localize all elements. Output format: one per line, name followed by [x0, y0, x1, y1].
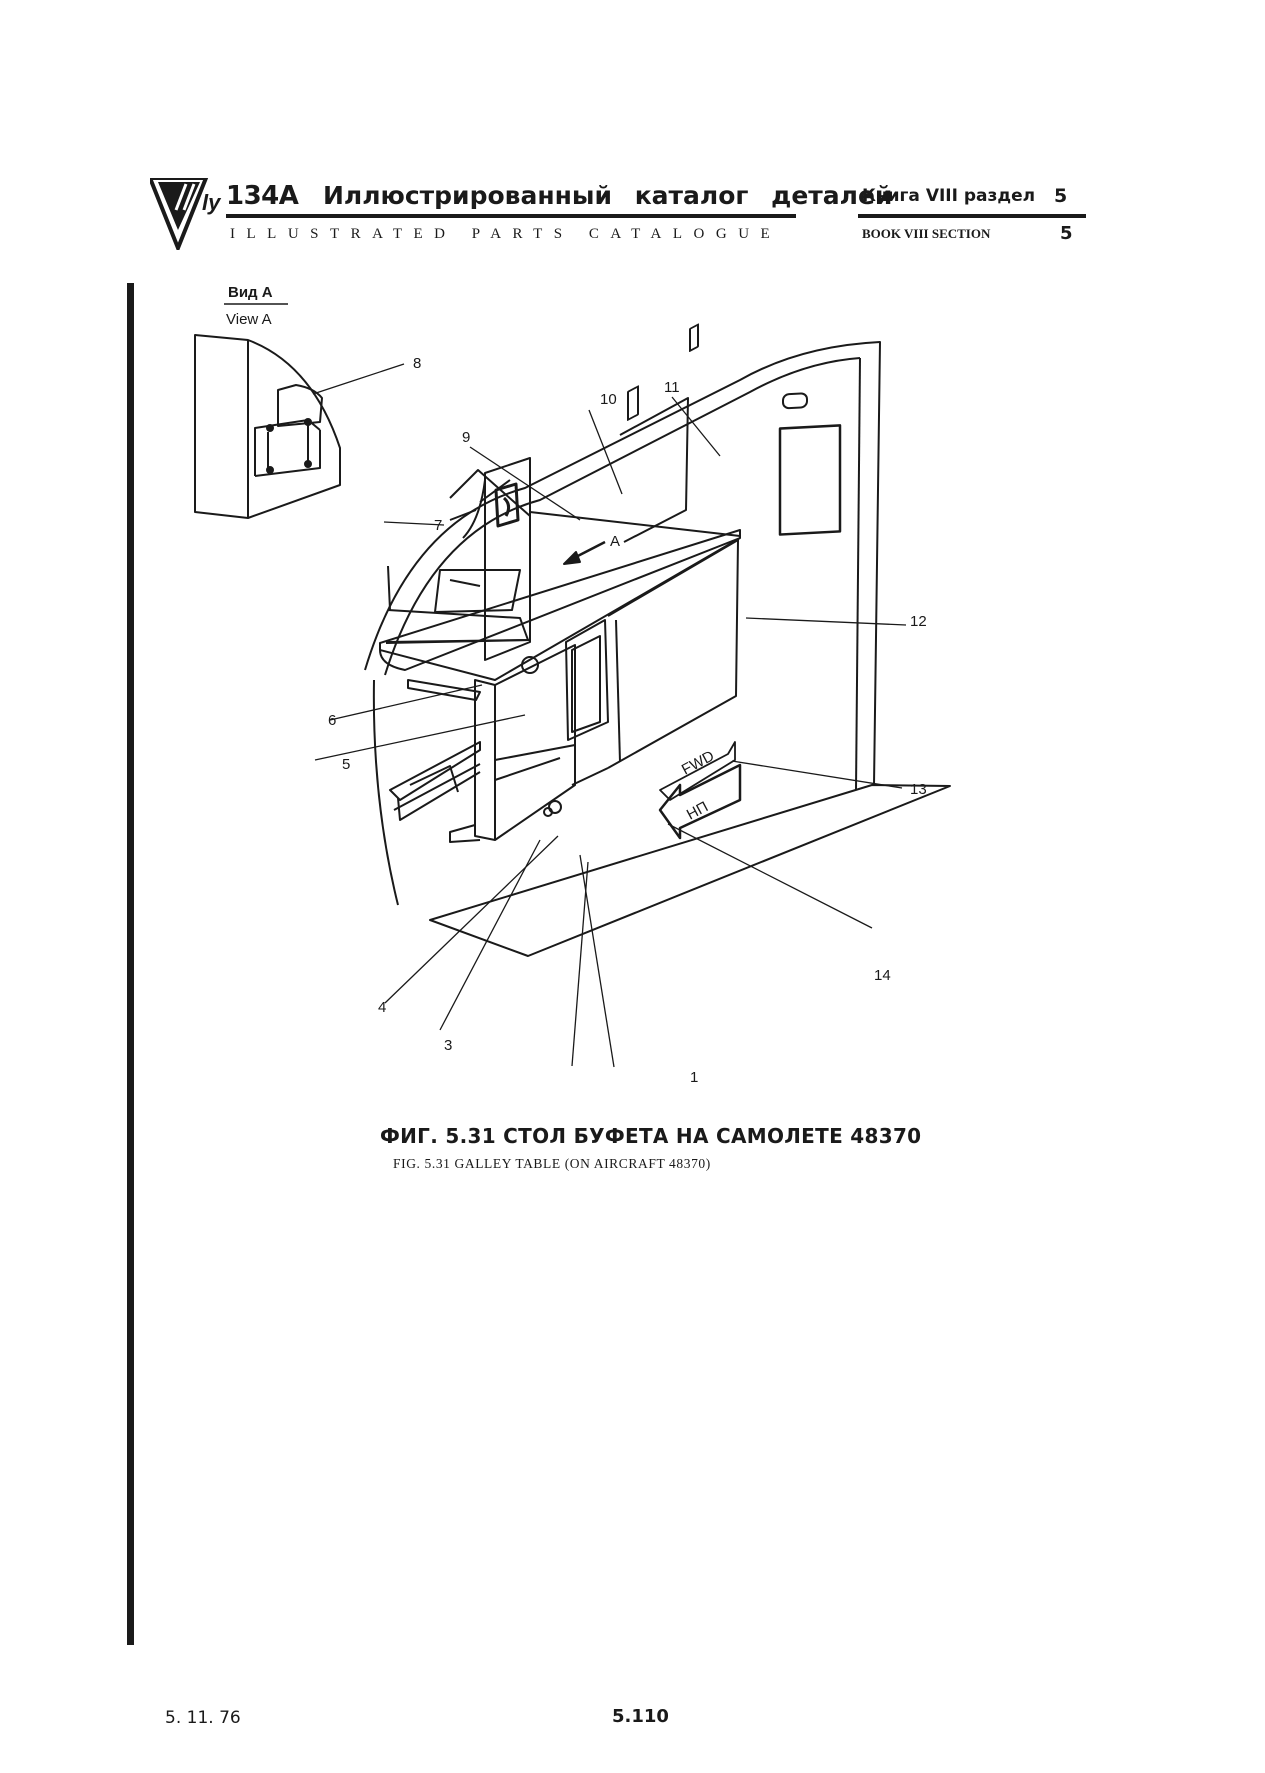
callout-14: 14: [874, 967, 891, 984]
fwd-arrow: FWD НП: [658, 741, 742, 840]
lower-frame: [389, 644, 576, 843]
section-number-en: 5: [1060, 223, 1073, 244]
footer-date: 5. 11. 76: [165, 1708, 241, 1728]
callout-7: 7: [434, 517, 442, 534]
callout-10: 10: [600, 391, 617, 408]
view-label-ru: Вид А: [228, 284, 273, 301]
book-section-ru: Книга VIII раздел: [862, 186, 1036, 206]
view-label-en: View A: [226, 311, 272, 328]
view-a-arrow-label: А: [610, 533, 620, 550]
callouts: 1 2 3 4 5 6 7 8 9 10 11 12 13 14: [328, 355, 927, 1090]
callout-4: 4: [378, 999, 386, 1016]
figure-caption-ru: ФИГ. 5.31 СТОЛ БУФЕТА НА САМОЛЕТЕ 48370: [380, 1124, 922, 1148]
catalog-title-en: ILLUSTRATED PARTS CATALOGUE: [230, 226, 782, 242]
galley-table-drawing: Вид А View A: [194, 284, 951, 1090]
floor: [429, 784, 951, 957]
callout-5: 5: [342, 756, 350, 773]
margin-bar: [127, 283, 134, 1645]
cabinet: [565, 323, 739, 786]
book-section-en: BOOK VIII SECTION: [862, 226, 991, 241]
header-rule: [226, 214, 796, 218]
callout-3: 3: [444, 1037, 452, 1054]
callout-1: 1: [690, 1069, 698, 1086]
header-rule-right: [858, 214, 1086, 218]
callout-12: 12: [910, 613, 927, 630]
callout-6: 6: [328, 712, 336, 729]
np-label: НП: [684, 798, 711, 823]
callout-8: 8: [413, 355, 421, 372]
callout-9: 9: [462, 429, 470, 446]
svg-text:ly: ly: [202, 190, 222, 215]
page-number: 5.110: [612, 1706, 669, 1727]
view-a-inset: [194, 334, 341, 519]
figure-caption-en: FIG. 5.31 GALLEY TABLE (ON AIRCRAFT 4837…: [393, 1156, 711, 1171]
table-top: А: [379, 511, 741, 681]
leader-lines: [312, 363, 907, 1068]
model-number: 134A: [226, 181, 299, 211]
callout-13: 13: [910, 781, 927, 798]
upper-shelf-unit: [385, 469, 531, 644]
catalog-title-ru: Иллюстрированный каталог деталей: [323, 181, 893, 210]
callout-2: 2: [672, 1089, 680, 1090]
tupolev-logo-icon: ly: [150, 178, 222, 250]
center-post: [484, 457, 531, 661]
section-number-ru: 5: [1054, 185, 1068, 207]
callout-11: 11: [664, 379, 680, 396]
